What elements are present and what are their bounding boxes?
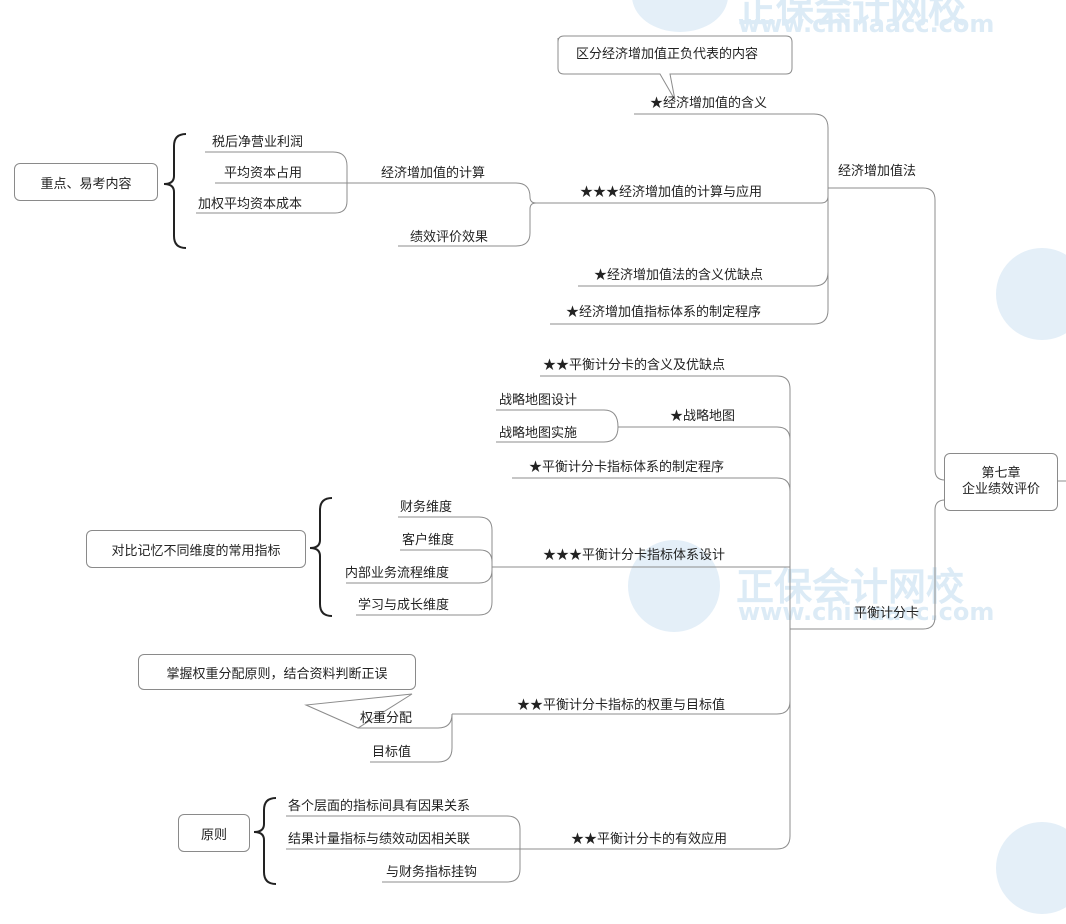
dimension-learning-growth[interactable]: 学习与成长维度 bbox=[358, 598, 450, 613]
bsc-item-5[interactable]: ★★平衡计分卡指标的权重与目标值 bbox=[517, 698, 726, 713]
eva-calc-label[interactable]: 经济增加值的计算 bbox=[381, 166, 486, 181]
watermark-logo-mid bbox=[628, 540, 720, 632]
watermark-url-mid: www.chinaacc.com bbox=[738, 598, 995, 626]
eva-calc-part-1[interactable]: 税后净营业利润 bbox=[212, 135, 304, 150]
bsc-item-4[interactable]: ★★★平衡计分卡指标体系设计 bbox=[543, 548, 726, 563]
bsc-item-6[interactable]: ★★平衡计分卡的有效应用 bbox=[571, 832, 728, 847]
principles-brace bbox=[253, 797, 277, 885]
bsc-item-2[interactable]: ★战略地图 bbox=[670, 409, 736, 424]
eva-note: 重点、易考内容 bbox=[14, 163, 158, 201]
principle-3[interactable]: 与财务指标挂钩 bbox=[386, 865, 478, 880]
watermark-brand-top: 正保会计网校 bbox=[738, 0, 967, 31]
principles-note: 原则 bbox=[178, 814, 250, 852]
root-line1: 第七章 bbox=[981, 466, 1021, 481]
dimensions-note: 对比记忆不同维度的常用指标 bbox=[86, 530, 306, 568]
strategy-map-design[interactable]: 战略地图设计 bbox=[499, 393, 578, 408]
eva-title[interactable]: 经济增加值法 bbox=[838, 164, 917, 179]
weights-callout: 掌握权重分配原则，结合资料判断正误 bbox=[138, 654, 416, 690]
principle-1[interactable]: 各个层面的指标间具有因果关系 bbox=[288, 799, 471, 814]
watermark-logo-right1 bbox=[996, 248, 1066, 340]
target-value[interactable]: 目标值 bbox=[372, 745, 412, 760]
weight-allocation[interactable]: 权重分配 bbox=[360, 711, 413, 726]
principle-2[interactable]: 结果计量指标与绩效动因相关联 bbox=[288, 832, 471, 847]
root-to-bsc-line bbox=[790, 499, 946, 630]
eva-item-1[interactable]: ★经济增加值的含义 bbox=[650, 96, 768, 111]
eva-brace bbox=[163, 133, 187, 249]
eva-item-3[interactable]: ★经济增加值法的含义优缺点 bbox=[594, 268, 764, 283]
eva-effect[interactable]: 绩效评价效果 bbox=[410, 230, 489, 245]
bsc-item-3[interactable]: ★平衡计分卡指标体系的制定程序 bbox=[529, 460, 725, 475]
dimensions-brace bbox=[309, 497, 333, 617]
eva-item-2[interactable]: ★★★经济增加值的计算与应用 bbox=[580, 185, 763, 200]
eva-calc-part-3[interactable]: 加权平均资本成本 bbox=[198, 197, 303, 212]
root-node[interactable]: 第七章 企业绩效评价 bbox=[944, 453, 1058, 511]
watermark-logo-right2 bbox=[996, 822, 1066, 914]
eva-calc-part-2[interactable]: 平均资本占用 bbox=[224, 166, 303, 181]
watermark-brand-mid: 正保会计网校 bbox=[736, 565, 965, 609]
watermark-url-top: www.chinaacc.com bbox=[738, 10, 995, 38]
root-line2: 企业绩效评价 bbox=[961, 482, 1040, 497]
eva-callout: 区分经济增加值正负代表的内容 bbox=[576, 47, 759, 62]
root-to-eva-line bbox=[828, 187, 946, 481]
dimension-financial[interactable]: 财务维度 bbox=[400, 500, 453, 515]
bsc-item-1[interactable]: ★★平衡计分卡的含义及优缺点 bbox=[543, 358, 726, 373]
bsc-title[interactable]: 平衡计分卡 bbox=[854, 606, 920, 621]
dimension-customer[interactable]: 客户维度 bbox=[402, 533, 455, 548]
dimension-internal-process[interactable]: 内部业务流程维度 bbox=[345, 566, 450, 581]
strategy-map-implement[interactable]: 战略地图实施 bbox=[499, 426, 578, 441]
eva-item-4[interactable]: ★经济增加值指标体系的制定程序 bbox=[566, 305, 762, 320]
